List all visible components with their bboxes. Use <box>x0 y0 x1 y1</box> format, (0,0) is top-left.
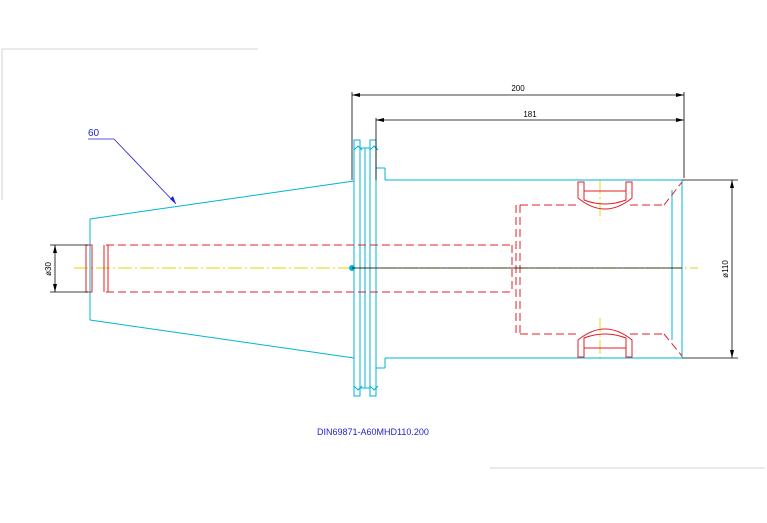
dimension-lines <box>50 92 738 359</box>
leader-arrow-icon <box>170 196 176 204</box>
part-number-caption: DIN69871-A60MHD110.200 <box>317 427 429 437</box>
body-diameter-dimension: ø110 <box>721 260 730 278</box>
centerline <box>74 180 698 360</box>
hidden-lines <box>106 181 683 357</box>
drawing-frame <box>1 48 765 469</box>
overall-length-dimension: 200 <box>511 84 525 93</box>
dimension-arrows <box>53 93 734 358</box>
leader-label: 60 <box>88 128 100 139</box>
body-length-dimension: 181 <box>523 110 537 119</box>
shank-diameter-dimension: ø30 <box>44 262 53 276</box>
leader-line <box>88 138 177 205</box>
clamp-screws <box>85 181 633 358</box>
